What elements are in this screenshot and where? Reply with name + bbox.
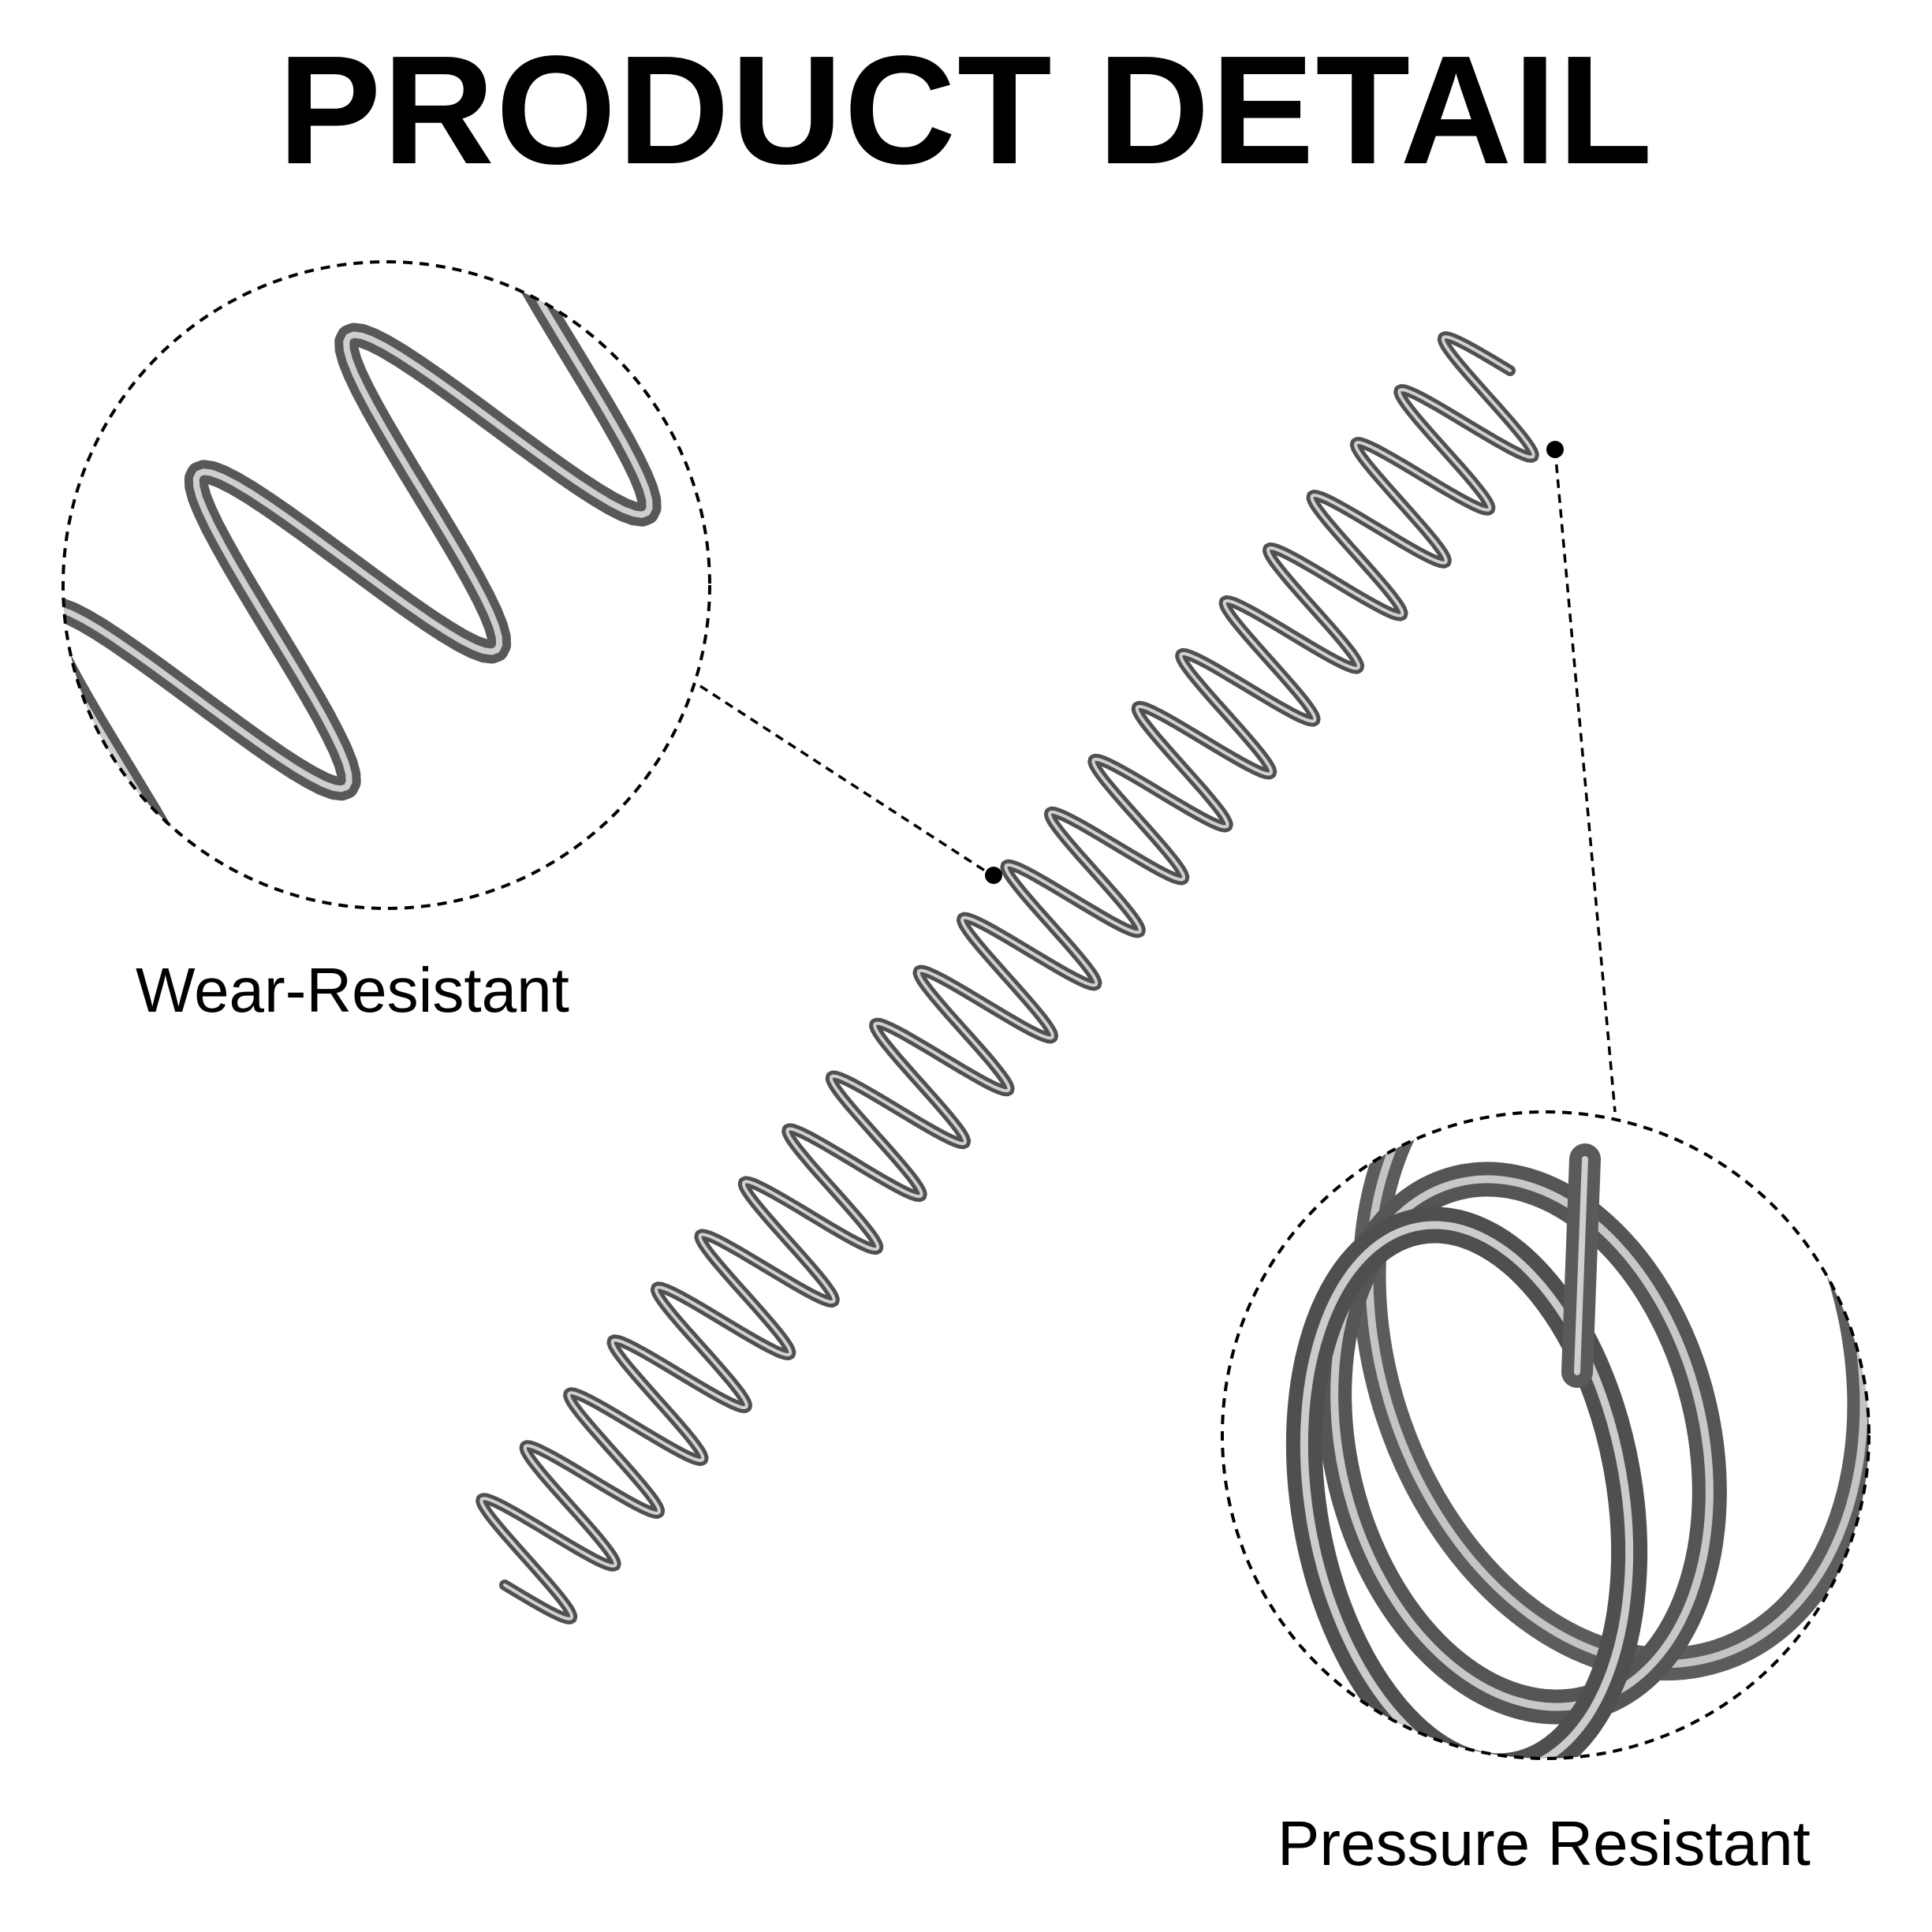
dot-marker-icon xyxy=(1546,441,1564,458)
zoom-circle-wear xyxy=(62,260,711,910)
spring-wire-highlight xyxy=(479,335,1535,1621)
zoom-spring-wear xyxy=(63,262,710,908)
leader-line-pressure xyxy=(1553,449,1617,1113)
leader-lines xyxy=(699,441,1617,1113)
zoom-circle-pressure xyxy=(1221,1110,1870,1760)
zoom-circle-border-pressure xyxy=(1221,1110,1870,1760)
callout-label-wear: Wear-Resistant xyxy=(136,955,569,1025)
callout-label-pressure: Pressure Resistant xyxy=(1277,1808,1811,1878)
main-spring xyxy=(476,331,1539,1624)
zoom-circle-border-wear xyxy=(62,260,711,910)
zoom-spring-pressure xyxy=(1285,1112,1869,1759)
page-title: PRODUCT DETAIL xyxy=(278,24,1654,196)
leader-line-wear xyxy=(699,684,993,877)
dot-marker-icon xyxy=(985,867,1002,884)
